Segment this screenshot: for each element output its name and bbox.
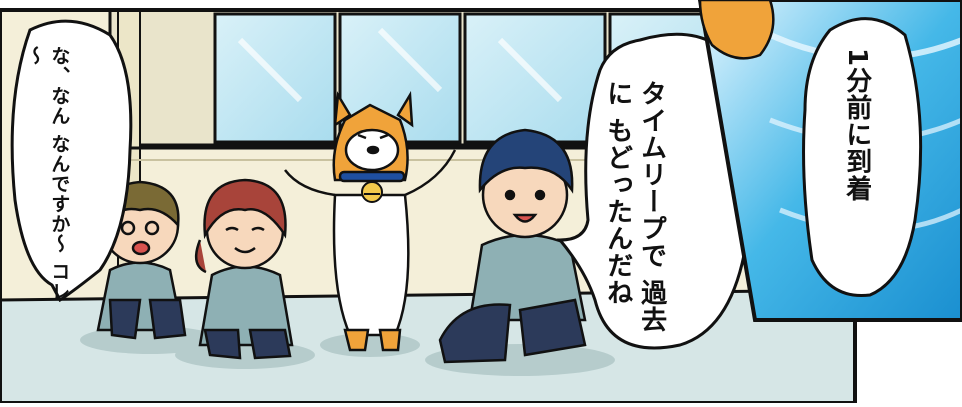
shiba-dog-icon <box>284 90 457 352</box>
dialogue-left: な、なん なんですか～ コレ～ <box>22 46 71 316</box>
dialogue-left-line-3: コレ～ <box>23 46 71 302</box>
dialogue-left-line-1: な、なん <box>48 46 71 126</box>
character-dazed-worker <box>96 180 187 340</box>
dialogue-middle-line-1: タイムリープで <box>636 80 667 269</box>
dialogue-right-line-1: 1分前に到着 <box>841 48 872 203</box>
dialogue-middle: タイムリープで 過去に もどったんだね <box>600 80 668 340</box>
speech-bubble-left <box>10 19 133 303</box>
dialogue-left-line-2: なんですか～ <box>48 133 71 254</box>
character-redhair-worker <box>194 178 294 360</box>
character-bluehair-worker <box>438 128 587 364</box>
dialogue-middle-line-3: もどったんだね <box>602 117 633 307</box>
shiba-paw <box>698 0 775 60</box>
dialogue-right: 1分前に到着 <box>839 48 873 298</box>
speech-bubble-right <box>802 17 923 298</box>
bell-icon <box>361 181 383 203</box>
dialogue-middle-line-2: 過去に <box>602 80 667 334</box>
